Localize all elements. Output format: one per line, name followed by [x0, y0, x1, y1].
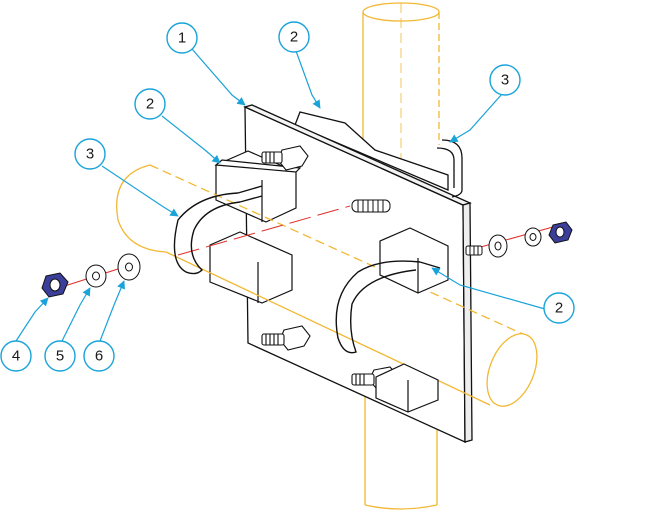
- leader-2a: [295, 50, 321, 109]
- front-u-bolt: [173, 185, 263, 275]
- leader-5: [61, 287, 91, 342]
- leader-3b: [101, 165, 179, 217]
- callout-2c: 2: [543, 292, 575, 324]
- callout-2a-label: 2: [290, 29, 298, 46]
- callout-4: 4: [0, 340, 32, 372]
- callout-2c-label: 2: [555, 300, 563, 317]
- callout-2a: 2: [278, 21, 310, 53]
- callout-3a: 3: [489, 64, 521, 96]
- leader-2c: [431, 267, 546, 310]
- callout-5: 5: [44, 340, 76, 372]
- threaded-stud: [351, 199, 391, 213]
- right-hardware: [465, 221, 573, 258]
- leader-4: [15, 297, 49, 342]
- callout-3b-label: 3: [86, 146, 94, 163]
- left-saddle-clamp: [209, 150, 302, 304]
- leader-1: [191, 48, 246, 106]
- callout-2b-label: 2: [146, 96, 154, 113]
- callout-3a-label: 3: [501, 72, 509, 89]
- leader-2b: [161, 115, 221, 164]
- callout-6-label: 6: [95, 348, 103, 365]
- left-hardware: [41, 253, 141, 298]
- callout-1: 1: [166, 22, 198, 54]
- leader-3a: [449, 93, 503, 143]
- callout-bubbles: 1 2 2 2 3 3 4 5: [0, 21, 575, 372]
- callout-1-label: 1: [178, 30, 186, 47]
- vertical-pipe: [362, 2, 440, 510]
- right-u-bolt: [335, 260, 441, 354]
- leader-6: [99, 280, 125, 342]
- back-u-bolt: [436, 139, 463, 198]
- callout-6: 6: [83, 340, 115, 372]
- callout-leaders: [15, 48, 546, 342]
- callout-2b: 2: [134, 88, 166, 120]
- callout-5-label: 5: [56, 348, 64, 365]
- horizontal-pipe: [116, 164, 538, 407]
- callout-3b: 3: [74, 138, 106, 170]
- right-saddle-clamp: [375, 227, 449, 413]
- callout-4-label: 4: [12, 348, 20, 365]
